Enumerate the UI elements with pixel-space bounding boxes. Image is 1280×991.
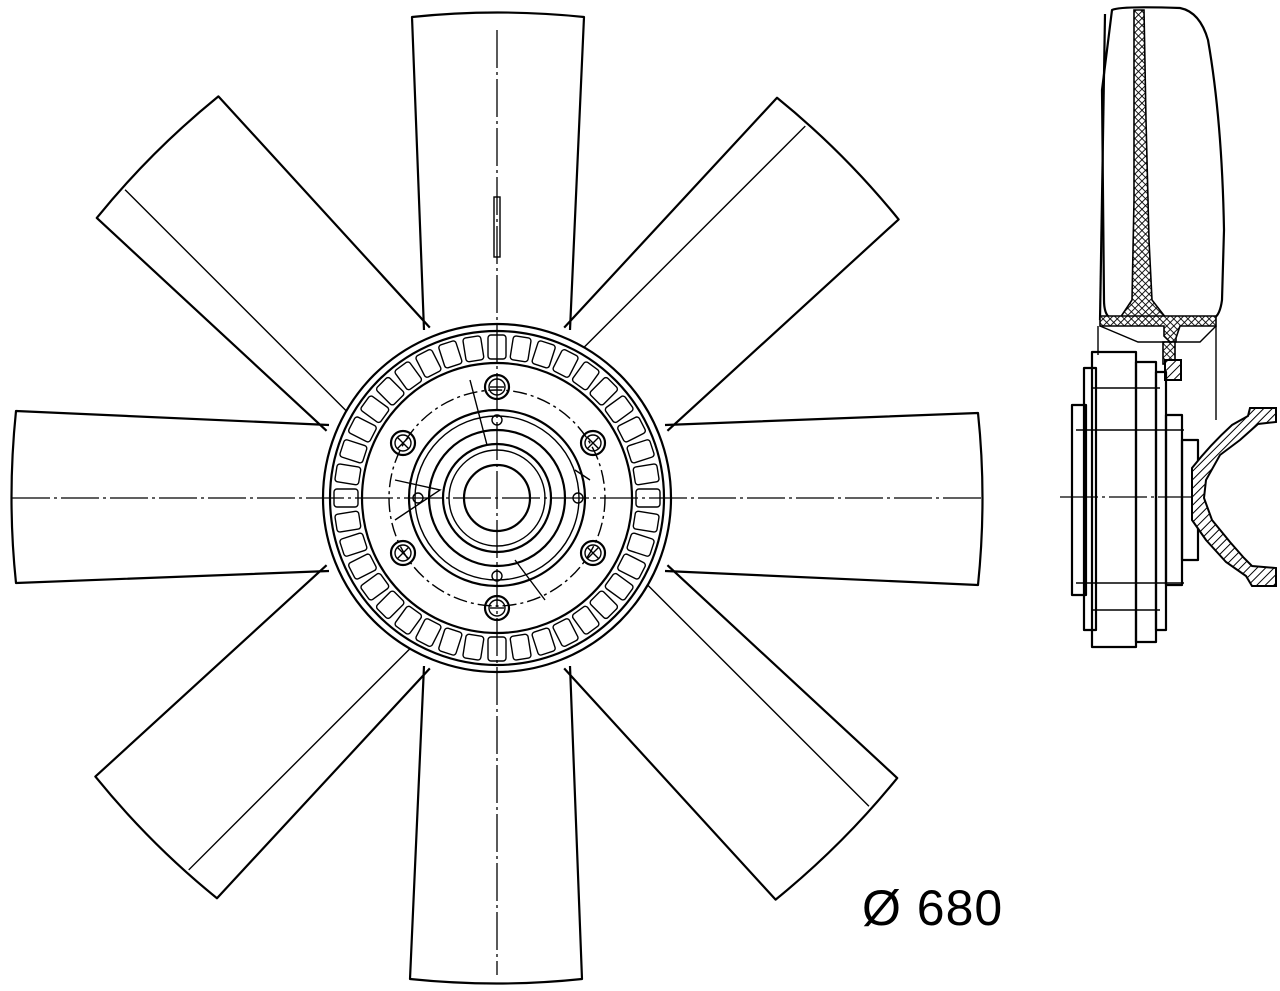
blade [563,96,900,432]
blade [94,564,431,900]
viscous-coupling [1060,350,1200,649]
diameter-label: Ø 680 [862,880,1004,936]
bolt [389,429,417,457]
drive-flange [1191,407,1277,587]
blade [664,411,984,587]
cooling-slots [333,334,661,662]
bolt [579,429,607,457]
blade [408,665,584,985]
bolt [389,539,417,567]
bolt [579,539,607,567]
blade [95,95,431,432]
fan-blades [10,11,984,985]
blade [410,11,586,331]
front-view [10,11,985,985]
bolt-holes [389,373,607,622]
blade [563,564,899,901]
blade [10,409,330,585]
side-section-view [1060,6,1277,649]
